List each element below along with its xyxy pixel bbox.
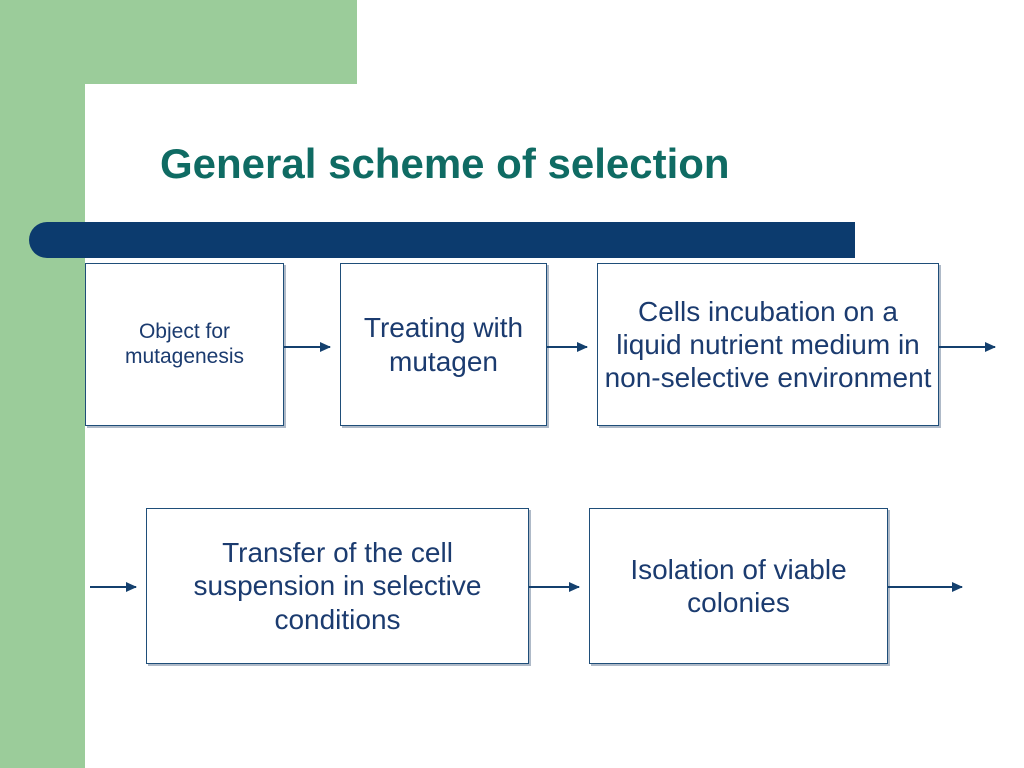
flow-box-label: Isolation of viable colonies	[630, 553, 847, 618]
flow-box-transfer-of-cell-suspension[interactable]: Transfer of the cell suspension in selec…	[146, 508, 529, 664]
arrow-right-icon	[90, 582, 137, 592]
flow-box-label: Object for mutagenesis	[124, 319, 245, 368]
decorative-navy-title-bar	[29, 222, 855, 258]
flow-box-label: Treating with mutagen	[363, 312, 524, 377]
flow-box-isolation-of-viable-colonies[interactable]: Isolation of viable colonies	[589, 508, 888, 664]
decorative-green-top-block	[0, 0, 357, 84]
arrow-right-icon	[284, 342, 331, 352]
flow-box-label: Cells incubation on a liquid nutrient me…	[604, 295, 932, 394]
arrow-right-icon	[939, 342, 996, 352]
flow-box-cells-incubation[interactable]: Cells incubation on a liquid nutrient me…	[597, 263, 939, 426]
arrow-right-icon	[888, 582, 963, 592]
flow-box-label: Transfer of the cell suspension in selec…	[193, 537, 482, 635]
flow-box-treating-with-mutagen[interactable]: Treating with mutagen	[340, 263, 547, 426]
arrow-right-icon	[547, 342, 588, 352]
decorative-green-sidebar	[0, 0, 85, 768]
flow-box-object-for-mutagenesis[interactable]: Object for mutagenesis	[85, 263, 284, 426]
arrow-right-icon	[529, 582, 580, 592]
page-title: General scheme of selection	[160, 140, 730, 187]
